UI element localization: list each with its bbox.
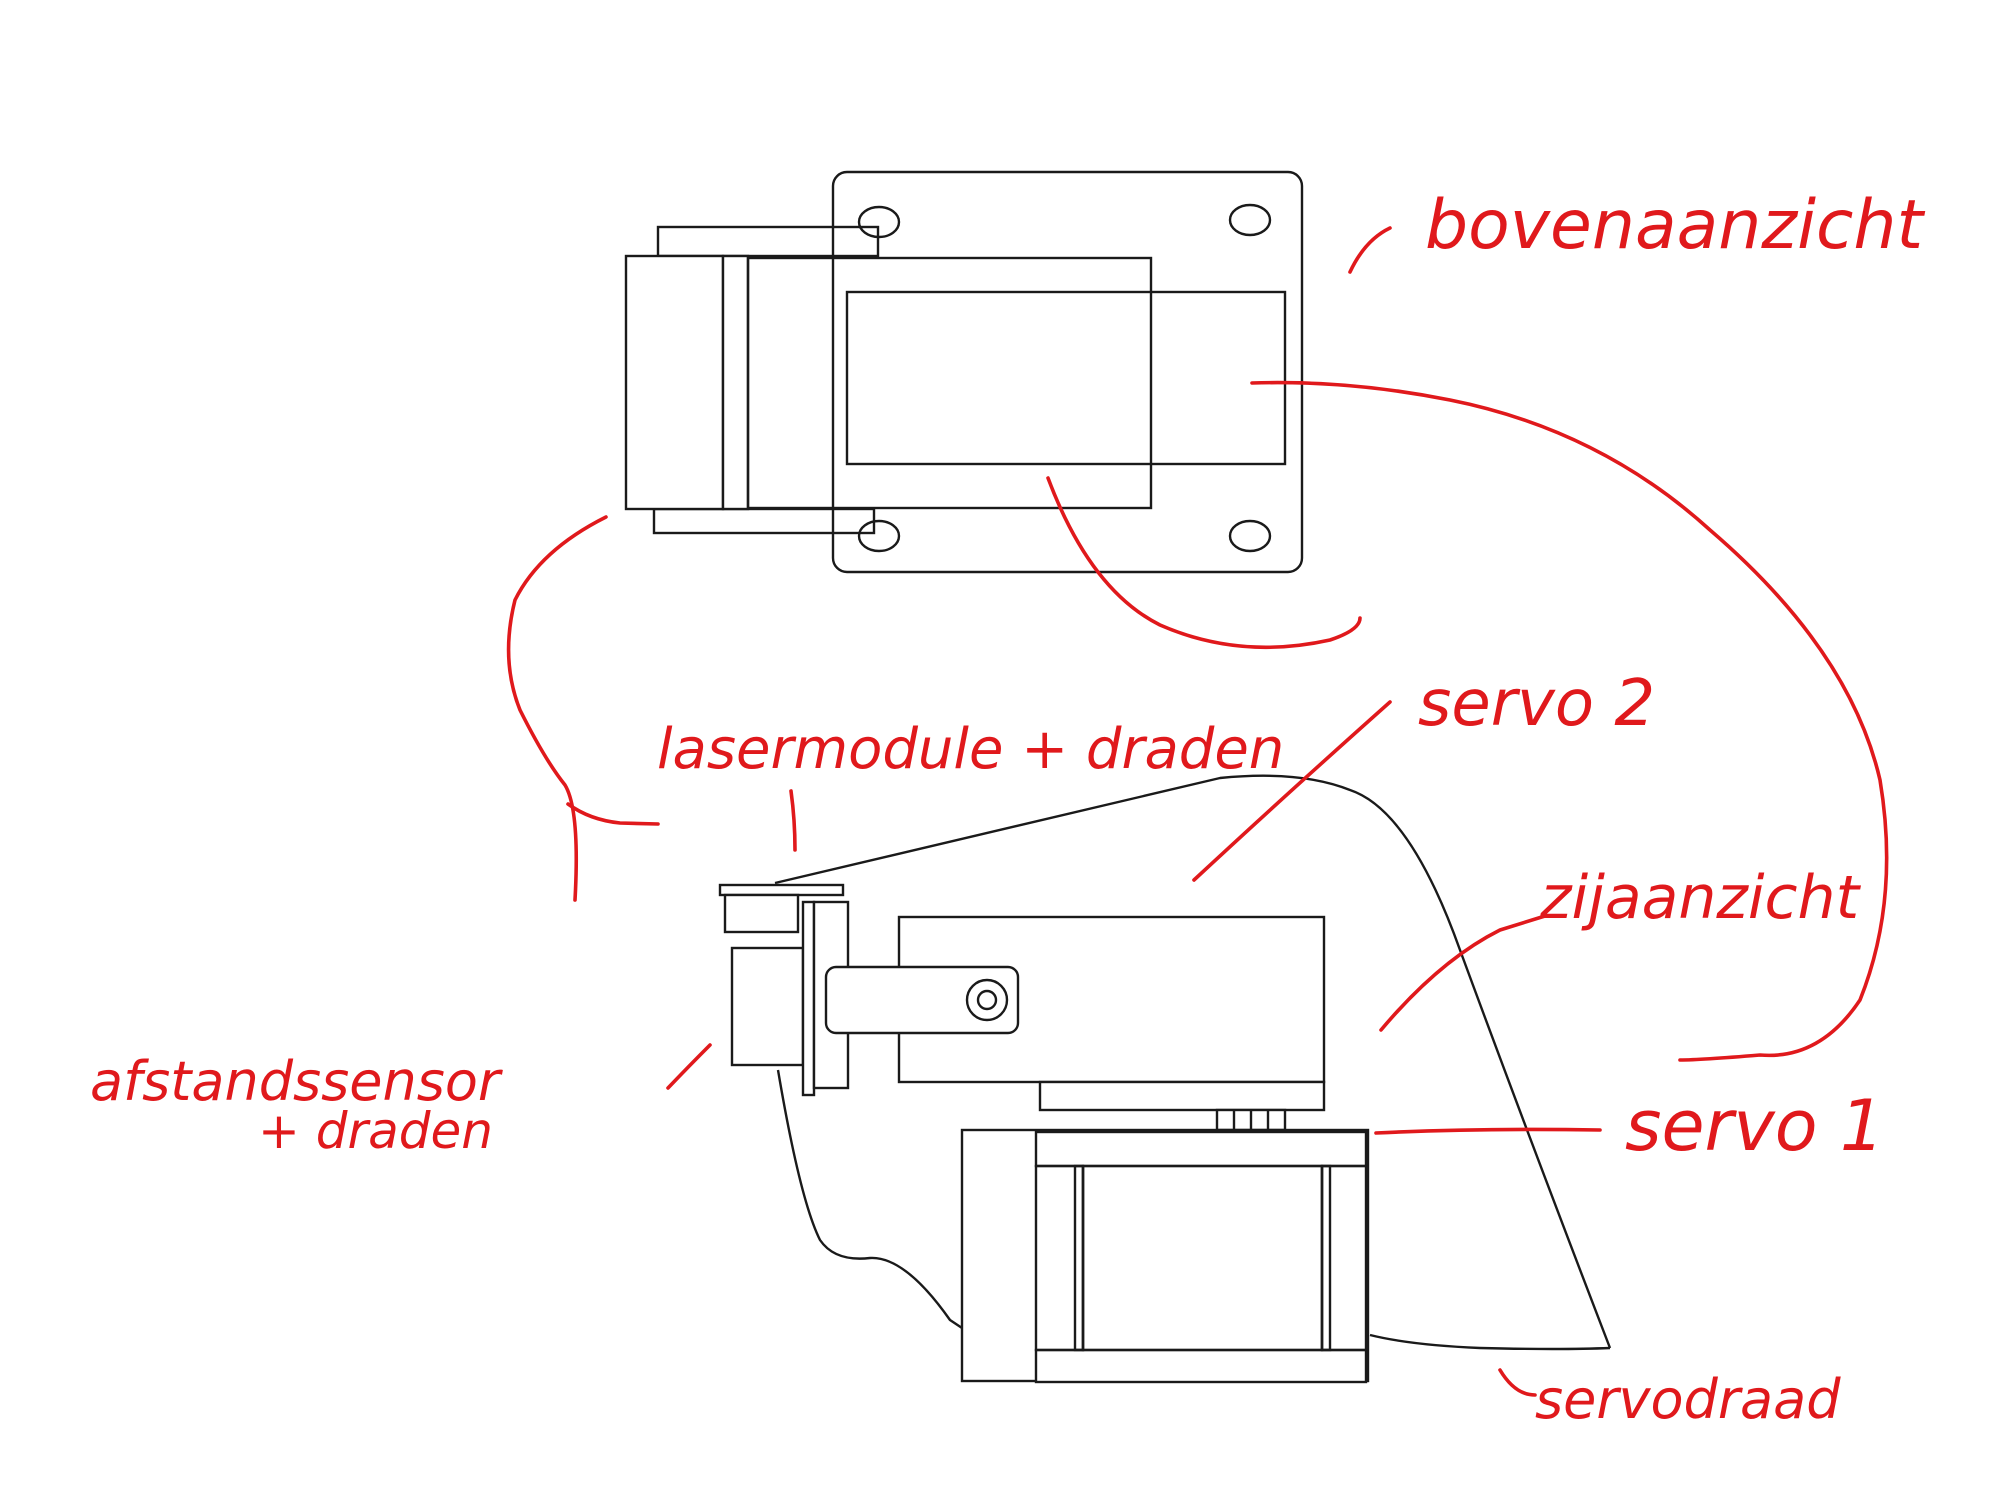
mounting-hole-bottom-left [857,519,901,553]
sensor-board-top-view [845,290,1287,466]
annotation-leaders [506,226,1889,1397]
leader-servo-1 [1374,1127,1602,1135]
label-side-view: zijaanzicht [1539,863,1862,933]
servo-1-case [1081,1164,1324,1352]
servo-tab-top [656,225,880,258]
servo-wire-left [776,1069,966,1331]
servo-1-top-flange [1034,1130,1368,1168]
leader-top-servo-down [1046,476,1362,650]
mounting-plate [831,170,1304,574]
leader-top-sensor-to-servo1 [1250,380,1889,1062]
side-view-drawing [718,774,1612,1384]
leader-distance-sensor [666,1043,712,1090]
servo-1-body [960,1128,1370,1383]
laser-module [723,893,800,934]
label-servo-wire: servodraad [1535,1368,1841,1431]
top-view-drawing [624,170,1304,574]
mounting-hole-bottom-right [1228,519,1272,553]
servo-body-top-view [746,256,1153,510]
leader-laser [789,789,797,852]
mounting-hole-top-right [1228,203,1272,237]
distance-sensor-body [730,946,805,1067]
servo-1-bottom-flange [1034,1348,1368,1384]
servo-2-flange [1038,1080,1326,1112]
leader-servo-wire [1498,1368,1537,1397]
label-distance-sensor: afstandssensor [90,1050,503,1113]
leader-distance-sensor-tail [566,802,660,826]
servo-wire-bottom [1369,1333,1611,1351]
servo-horn-hub [965,978,1009,1022]
sensor-bracket-thin [801,900,816,1097]
servo-tab-bottom [652,507,876,535]
leader-distance-sensor-loop [506,515,608,902]
label-servo-2: servo 2 [1418,667,1655,741]
servo-body-divider [721,254,750,511]
servo-horn [824,965,1020,1035]
servo-body-end [624,254,725,511]
label-top-view: bovenaanzicht [1425,186,1925,265]
leader-top-view [1348,226,1392,274]
label-laser-module: lasermodule + draden [657,717,1284,782]
leader-servo-2 [1192,700,1392,882]
label-servo-1: servo 1 [1625,1085,1884,1167]
servo-horn-screw [976,989,998,1011]
leader-side-view [1379,914,1547,1032]
label-distance-sensor-wires: + draden [258,1102,493,1160]
laser-module-cap [718,883,845,897]
annotation-labels: bovenaanzicht servo 2 lasermodule + drad… [90,186,1925,1431]
